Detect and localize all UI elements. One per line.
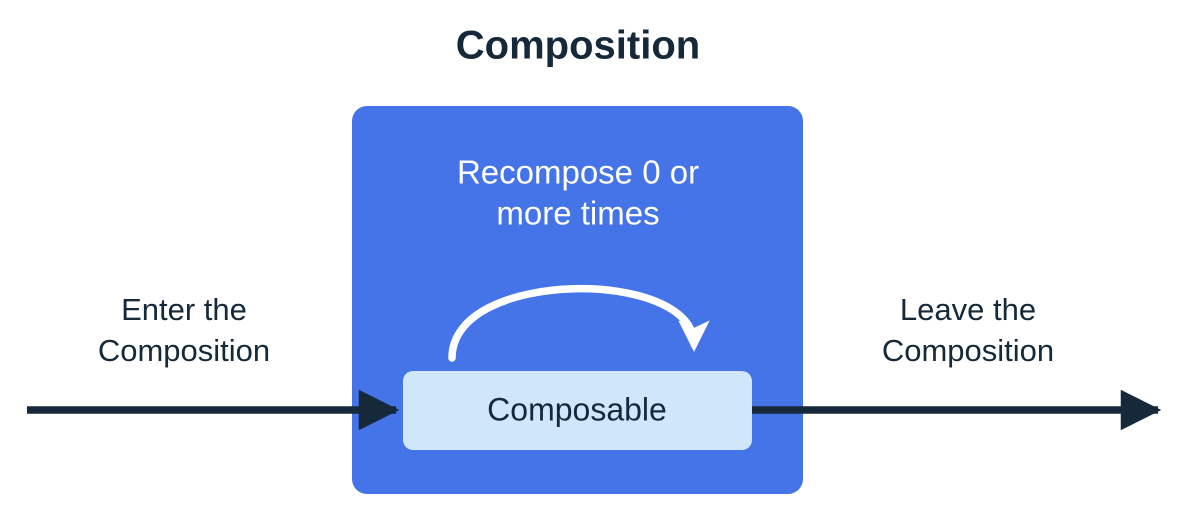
enter-label-line1: Enter the <box>121 292 247 327</box>
enter-label-line2: Composition <box>98 333 270 368</box>
recompose-label-line1: Recompose 0 or <box>457 154 699 191</box>
composable-box <box>403 371 752 450</box>
leave-label-line2: Composition <box>882 333 1054 368</box>
recompose-label-line2: more times <box>496 195 659 232</box>
composable-label: Composable <box>487 391 667 427</box>
page-title: Composition <box>456 24 700 68</box>
leave-label-line1: Leave the <box>900 292 1036 327</box>
recompose-loop-arrow <box>448 284 710 362</box>
